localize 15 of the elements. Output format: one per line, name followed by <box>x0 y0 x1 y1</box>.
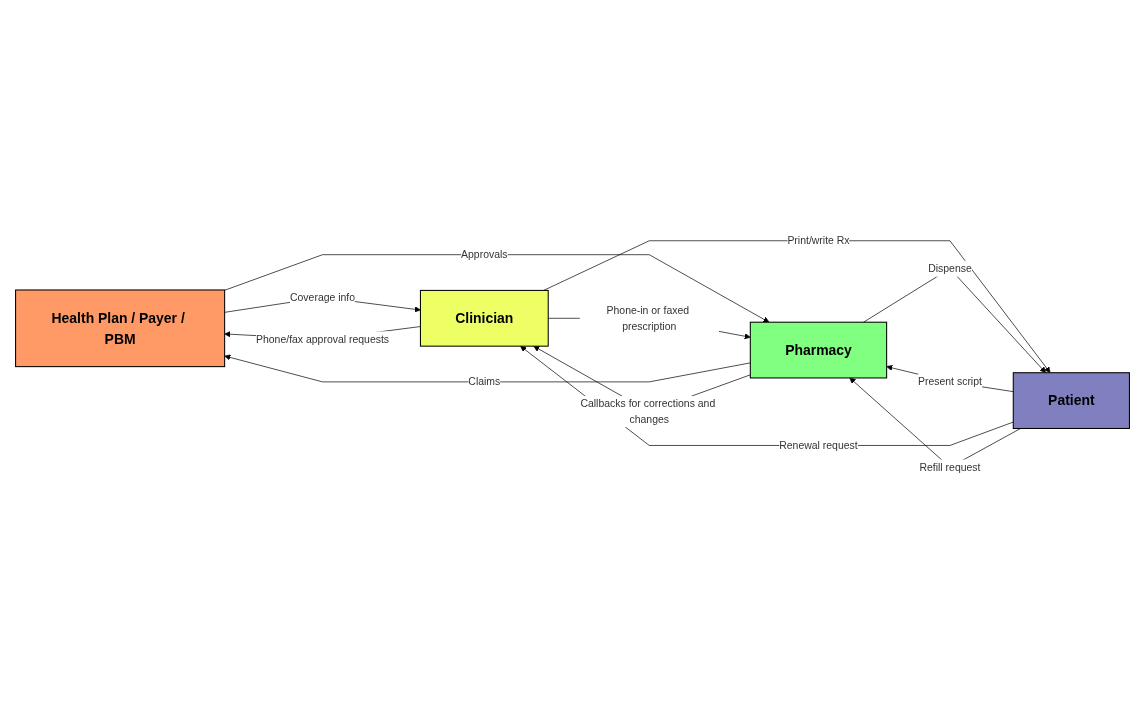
edge-label: Claims <box>468 375 501 388</box>
edge-label: Callbacks for corrections and changes <box>580 397 716 425</box>
node-box: Patient <box>1012 372 1130 429</box>
edge-label: Renewal request <box>779 439 858 451</box>
edge-label: Phone-in or faxed prescription <box>606 304 690 332</box>
edge-label: Phone/fax approval requests <box>256 332 390 345</box>
edge-label: Dispense <box>928 262 972 275</box>
node-box: Health Plan / Payer / PBM <box>15 289 226 368</box>
node-box: Pharmacy <box>749 321 888 379</box>
edge-label: Coverage info <box>289 290 356 303</box>
edge-label: Approvals <box>461 248 508 261</box>
edge-label: Present script <box>918 375 982 388</box>
edge-label: Refill request <box>919 460 981 473</box>
edge-label: Print/write Rx <box>787 234 850 247</box>
node-box: Clinician <box>419 289 549 347</box>
